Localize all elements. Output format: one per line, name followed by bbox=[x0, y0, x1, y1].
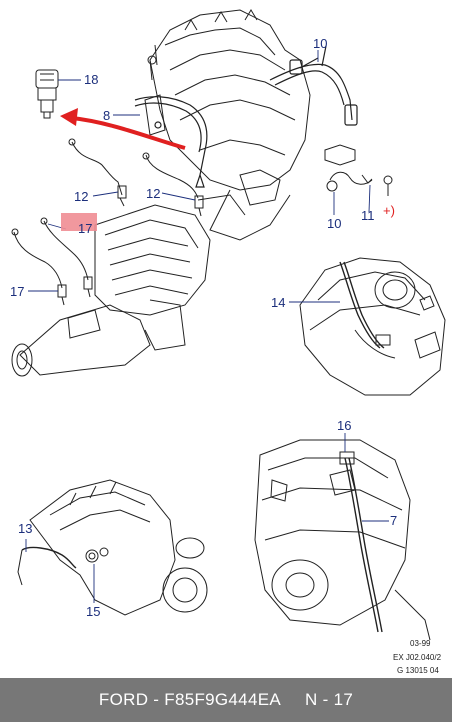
red-pointer-arrow bbox=[60, 108, 186, 150]
ref-graphic-id: G 13015 04 bbox=[397, 666, 439, 675]
callout-10-mid: 10 bbox=[327, 216, 341, 231]
gearbox-16-7-drawing bbox=[254, 439, 431, 641]
gearbox-exhaust-drawing bbox=[11, 204, 211, 377]
intake-pump-13-drawing bbox=[17, 479, 208, 616]
footer-part-number: FORD - F85F9G444EA bbox=[98, 690, 281, 709]
callout-7: 7 bbox=[390, 513, 397, 528]
callout-12-left: 12 bbox=[74, 189, 88, 204]
callout-18: 18 bbox=[84, 72, 98, 87]
wiring-harness-8 bbox=[134, 96, 208, 188]
callout-15: 15 bbox=[86, 604, 100, 619]
exploded-parts-diagram: 18 10 8 12 12 17 10 11 +) 14 16 7 13 15 … bbox=[10, 9, 446, 675]
callout-plus: +) bbox=[383, 203, 395, 218]
callout-12-right: 12 bbox=[146, 186, 160, 201]
callout-11: 11 bbox=[361, 208, 375, 223]
transmission-14-drawing bbox=[299, 257, 446, 396]
callout-10-top: 10 bbox=[313, 36, 327, 51]
callout-17-bottom: 17 bbox=[10, 284, 24, 299]
ref-code: EX J02.040/2 bbox=[393, 653, 442, 662]
callout-14: 14 bbox=[271, 295, 285, 310]
highlight-box bbox=[61, 213, 97, 231]
footer-page-number: N - 17 bbox=[304, 690, 354, 709]
callout-13: 13 bbox=[18, 521, 32, 536]
oxygen-sensor-12-left bbox=[68, 138, 127, 207]
engine-block-drawing bbox=[144, 9, 311, 241]
callout-16: 16 bbox=[337, 418, 351, 433]
callout-8: 8 bbox=[103, 108, 110, 123]
wiring-harness-10 bbox=[269, 45, 358, 126]
connector-parts-10-11 bbox=[324, 144, 393, 196]
ref-date: 03-99 bbox=[410, 639, 431, 648]
oxygen-sensor-17-right bbox=[40, 217, 93, 298]
pressure-switch-18 bbox=[35, 69, 59, 119]
oxygen-sensor-12-right bbox=[142, 152, 204, 217]
footer-bar: FORD - F85F9G444EA N - 17 bbox=[0, 678, 452, 722]
